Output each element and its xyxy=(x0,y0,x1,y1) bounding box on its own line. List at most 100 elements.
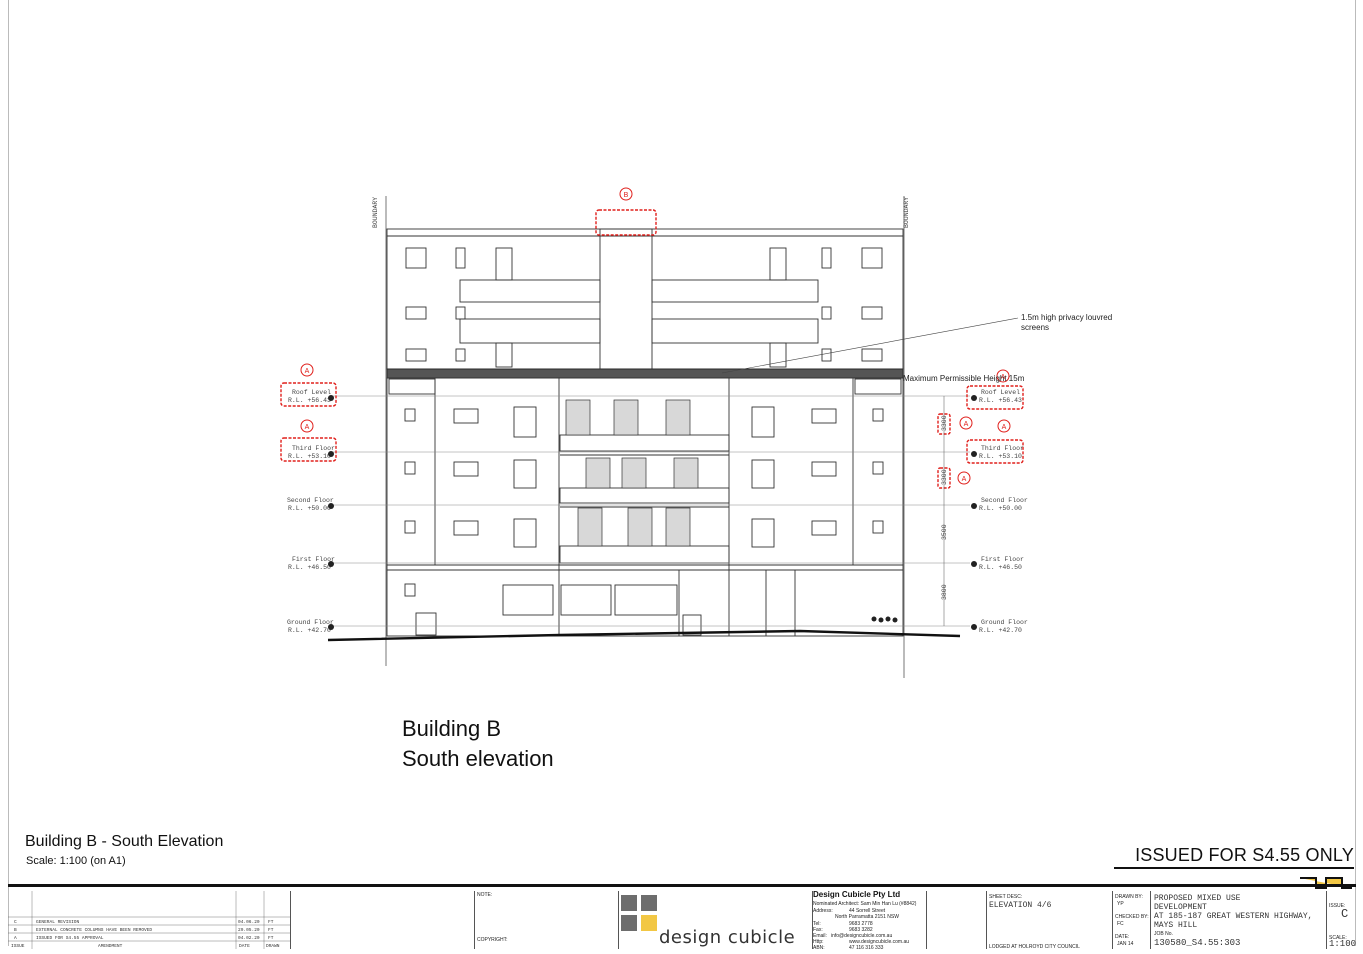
project-line-2: DEVELOPMENT xyxy=(1154,903,1207,912)
right-level-name: Second Floor xyxy=(981,497,1028,504)
height-note: Maximum Permissible Height 15m xyxy=(903,374,1025,383)
right-level-rl: R.L. +46.50 xyxy=(979,564,1022,571)
right-level-name: Third Floor xyxy=(981,445,1024,452)
tel-value: 9683 2778 xyxy=(849,921,873,927)
left-level-name: First Floor xyxy=(292,556,335,563)
right-level-name: First Floor xyxy=(981,556,1024,563)
left-level-rl: R.L. +42.70 xyxy=(288,627,331,634)
caption-line-1: Building B xyxy=(402,716,502,741)
scale-label: SCALE: xyxy=(1329,935,1347,941)
scale-value: 1:100 xyxy=(1329,939,1357,949)
privacy-note: 1.5m high privacy louvred xyxy=(1021,313,1112,322)
right-level-name: Roof Level xyxy=(981,389,1020,396)
rev-date: 04.02.20 xyxy=(238,935,260,941)
rev-drawn: FT xyxy=(268,935,274,941)
issue-value: C xyxy=(1341,907,1349,921)
project-line-3: AT 185-187 GREAT WESTERN HIGHWAY, xyxy=(1154,912,1313,921)
left-level-name: Roof Level xyxy=(292,389,331,396)
rev-drawn: FT xyxy=(268,927,274,933)
checked-by-label: CHECKED BY: xyxy=(1115,914,1149,920)
left-level-name: Third Floor xyxy=(292,445,335,452)
copyright-title: COPYRIGHT: xyxy=(477,937,508,943)
revision-tags xyxy=(300,187,1011,485)
email-value[interactable]: info@designcubicle.com.au xyxy=(831,933,893,939)
south-elevation-drawing: BOUNDARY BOUNDARY xyxy=(280,187,1112,678)
upper-building xyxy=(386,228,904,370)
revision-clouds xyxy=(280,209,1024,489)
logo-panel: design cubicle xyxy=(618,891,812,949)
abn-label: ABN: xyxy=(813,945,825,951)
ground-line xyxy=(327,629,961,642)
project-panel: PROPOSED MIXED USE DEVELOPMENT AT 185-18… xyxy=(1150,891,1326,949)
nominated-architect: Nominated Architect: Sam Min Han Lu (#88… xyxy=(813,901,917,907)
right-level-name: Ground Floor xyxy=(981,619,1028,626)
rev-header-issue: ISSUE xyxy=(11,943,25,949)
date-value: JAN 14 xyxy=(1117,941,1134,947)
right-level-rl: R.L. +50.00 xyxy=(979,505,1022,512)
checked-by-value: FC xyxy=(1117,921,1124,927)
right-level-rl: R.L. +53.10 xyxy=(979,453,1022,460)
sheet-scale: Scale: 1:100 (on A1) xyxy=(26,855,126,867)
rev-header-date: DATE xyxy=(239,943,250,949)
dimension-3500: 3500 xyxy=(941,524,948,540)
rev-drawn: FT xyxy=(268,919,274,925)
fax-label: Fax: xyxy=(813,927,823,933)
svg-text:A: A xyxy=(964,421,969,428)
sheet-desc-panel: SHEET DESC: ELEVATION 4/6 LODGED AT HOLR… xyxy=(986,891,1112,950)
datum-markers xyxy=(328,395,977,630)
svg-text:A: A xyxy=(305,368,310,375)
right-level-rl: R.L. +56.43 xyxy=(979,397,1022,404)
svg-text:A: A xyxy=(305,424,310,431)
job-no-label: JOB No. xyxy=(1154,931,1173,937)
svg-text:A: A xyxy=(1002,424,1007,431)
dimension-3800: 3800 xyxy=(941,584,948,600)
company-panel: Design Cubicle Pty Ltd Nominated Archite… xyxy=(812,890,926,951)
rev-issue: A xyxy=(14,935,17,941)
company-name: Design Cubicle Pty Ltd xyxy=(813,890,901,899)
issue-label: ISSUE: xyxy=(1329,903,1346,909)
rev-amendment: EXTERNAL CONCRETE COLUMNS HAVE BEEN REMO… xyxy=(36,927,152,933)
caption-line-2: South elevation xyxy=(402,746,554,771)
address-line-2: North Parramatta 2151 NSW xyxy=(835,914,899,920)
note-title: NOTE: xyxy=(477,892,493,898)
issue-scale-panel: ISSUE: C SCALE: 1:100 xyxy=(1326,891,1356,949)
rev-date: 29.05.20 xyxy=(238,927,260,933)
dimension-3300: 3300 xyxy=(941,415,948,431)
email-label: Email: xyxy=(813,933,827,939)
right-level-rl: R.L. +42.70 xyxy=(979,627,1022,634)
svg-text:B: B xyxy=(624,192,629,199)
left-level-name: Second Floor xyxy=(287,497,334,504)
abn-value: 47 116 316 333 xyxy=(849,945,884,951)
project-line-1: PROPOSED MIXED USE xyxy=(1154,894,1241,903)
roof-band xyxy=(386,368,904,379)
drawn-by-label: DRAWN BY: xyxy=(1115,894,1143,900)
sheet-border xyxy=(8,0,1356,946)
rev-header-drawn: DRAWN xyxy=(266,943,280,949)
job-no-value: 130580_S4.55:303 xyxy=(1154,938,1241,948)
lodged-note: LODGED AT HOLROYD CITY COUNCIL xyxy=(989,944,1080,950)
blank-panel-2 xyxy=(926,891,986,949)
sheet-desc-label: SHEET DESC: xyxy=(989,894,1023,900)
notes-panel: NOTE: COPYRIGHT: xyxy=(474,891,618,949)
boundary-label-left: BOUNDARY xyxy=(372,197,379,228)
drawn-by-value: YP xyxy=(1117,901,1124,907)
date-label: DATE: xyxy=(1115,934,1130,940)
web-value[interactable]: www.designcubicle.com.au xyxy=(849,939,910,945)
left-level-rl: R.L. +56.43 xyxy=(288,397,331,404)
address-line-1: 44 Sorrell Street xyxy=(849,908,886,914)
issued-stamp: ISSUED FOR S4.55 ONLY xyxy=(1114,843,1354,869)
privacy-note-2: screens xyxy=(1021,323,1049,332)
left-level-rl: R.L. +53.10 xyxy=(288,453,331,460)
logo-wordmark: design cubicle xyxy=(659,927,796,948)
planters xyxy=(871,616,898,623)
left-level-rl: R.L. +46.50 xyxy=(288,564,331,571)
dimension-3300: 3300 xyxy=(941,469,948,485)
rev-header-amendment: AMENDMENT xyxy=(98,943,123,949)
drawn-checked-panel: DRAWN BY: YP CHECKED BY: FC DATE: JAN 14 xyxy=(1112,891,1150,949)
svg-text:A: A xyxy=(1001,374,1006,381)
